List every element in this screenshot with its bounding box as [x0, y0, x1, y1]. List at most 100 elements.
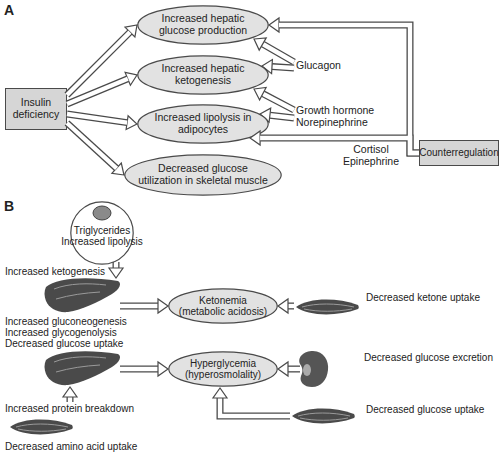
hollow-arrow-connector: [67, 72, 137, 104]
hollow-arrow-connector: [269, 18, 419, 153]
liver-highlight: [54, 284, 106, 289]
annotation-text: Increased protein breakdown: [5, 403, 134, 415]
liver-highlight: [54, 357, 106, 362]
arrow-head: [63, 387, 77, 397]
muscle-illustration: [10, 420, 73, 435]
flow-arrow: [120, 303, 158, 310]
annotation-text: Decreased glucose uptake: [366, 404, 484, 416]
node-text-block: Ketonemia(metabolic acidosis): [168, 288, 278, 324]
annotation-text: Decreased glucose uptake: [5, 338, 123, 350]
connector-outline: [67, 32, 130, 95]
arrow-head: [126, 116, 137, 130]
hormone-arrow: [263, 44, 294, 62]
state-ellipse: Increased lipolysis in adipocytes: [137, 104, 269, 144]
node-outline-shape: [138, 6, 268, 44]
node-text-block: Hyperglycemia(hyperosmolality): [168, 351, 278, 387]
liver-illustration: [45, 351, 121, 385]
state-ellipse: Ketonemia(metabolic acidosis): [168, 288, 278, 324]
liver-highlight: [56, 292, 100, 299]
state-ellipse: Increased hepatic ketogenesis: [137, 55, 269, 95]
arrow-head: [254, 88, 266, 100]
annotation-text: Increased ketogenesis: [5, 266, 105, 278]
arrow-head: [158, 362, 168, 376]
annotation-text: Cortisol Epinephrine: [340, 143, 402, 167]
flow-arrow: [120, 366, 158, 373]
node-outline-shape: [125, 155, 281, 195]
hollow-arrow-connector: [250, 131, 419, 153]
node-outline-shape: [138, 56, 268, 94]
connector-core: [260, 138, 419, 153]
node-text: (metabolic acidosis): [179, 306, 267, 317]
flow-arrow: [288, 303, 294, 310]
flow-arrow: [68, 397, 72, 402]
node-text: Increased hepatic ketogenesis: [151, 63, 255, 87]
muscle-illustration: [296, 300, 359, 315]
hormone-arrow: [270, 115, 294, 118]
annotation-text: Decreased ketone uptake: [366, 292, 480, 304]
connector-core: [67, 79, 128, 104]
node-text-block: Insulin deficiency: [6, 89, 66, 129]
cell-nucleus: [93, 206, 111, 220]
hormone-arrow: [263, 94, 294, 110]
node-outline-shape: [169, 352, 277, 386]
hormone-arrow: [270, 115, 294, 118]
node-text: Decreased glucose utilization in skeleta…: [136, 163, 270, 187]
node-text: Increased lipolysis: [61, 236, 143, 247]
muscle-shape: [292, 409, 355, 424]
annotation-text: Glucagon: [296, 59, 341, 71]
arrow-head: [278, 299, 288, 313]
flow-arrow: [288, 367, 300, 371]
connector-layer: [67, 18, 419, 175]
muscle-fibre: [16, 424, 68, 427]
flow-arrow: [120, 304, 158, 308]
annotation-text: Increased glycogenolysis: [5, 327, 117, 339]
connector-outline: [67, 123, 117, 168]
muscle-fibre: [298, 413, 350, 416]
muscle-fibre: [302, 304, 354, 307]
flow-arrow: [114, 262, 118, 268]
arrow-head: [278, 362, 288, 376]
state-ellipse: Decreased glucose utilization in skeleta…: [124, 154, 282, 196]
node-text: (hyperosmolality): [185, 369, 261, 380]
liver-illustration: [45, 278, 121, 312]
arrow-head: [269, 18, 279, 32]
arrow-head: [254, 38, 266, 50]
muscle-illustration: [292, 409, 355, 424]
annotation-text: Decreased glucose excretion: [364, 352, 493, 364]
node-text: Triglycerides: [74, 225, 130, 236]
flow-arrow: [288, 304, 294, 308]
node-text-block: Increased hepatic ketogenesis: [137, 55, 269, 95]
arrow-head: [125, 72, 137, 85]
connector-core: [67, 32, 130, 95]
kidney-shape: [299, 351, 328, 387]
arrow-head: [213, 388, 227, 398]
panel-letter: B: [4, 198, 14, 214]
arrow-head: [125, 25, 137, 37]
kidney-illustration: [299, 351, 328, 387]
flow-arrow: [67, 397, 74, 402]
hormone-arrow: [272, 67, 294, 68]
node-outline-shape: [71, 202, 133, 264]
node-text-block: TriglyceridesIncreased lipolysis: [50, 225, 154, 247]
connector-outline: [67, 114, 127, 123]
hollow-arrow-connector: [67, 123, 124, 175]
connector-core-layer: [67, 25, 419, 168]
flow-arrow: [220, 398, 290, 416]
muscle-shape: [296, 300, 359, 315]
process-box: Insulin deficiency: [5, 88, 67, 130]
arrow-head: [158, 299, 168, 313]
node-text-block: Counterregulation: [420, 141, 498, 165]
state-ellipse: Increased hepatic glucose production: [137, 5, 269, 45]
muscle-fibre: [300, 418, 348, 420]
connector-outline: [260, 138, 419, 153]
annotation-text: Growth hormone Norepinephrine: [296, 104, 382, 128]
node-text: Increased hepatic glucose production: [151, 13, 255, 37]
flow-arrow: [220, 398, 290, 416]
node-outline-shape: [138, 105, 268, 143]
liver-highlight: [56, 365, 100, 372]
liver-shape: [45, 351, 121, 385]
flow-arrow: [288, 366, 300, 373]
arrow-head: [109, 268, 123, 278]
flow-arrow: [113, 262, 120, 268]
